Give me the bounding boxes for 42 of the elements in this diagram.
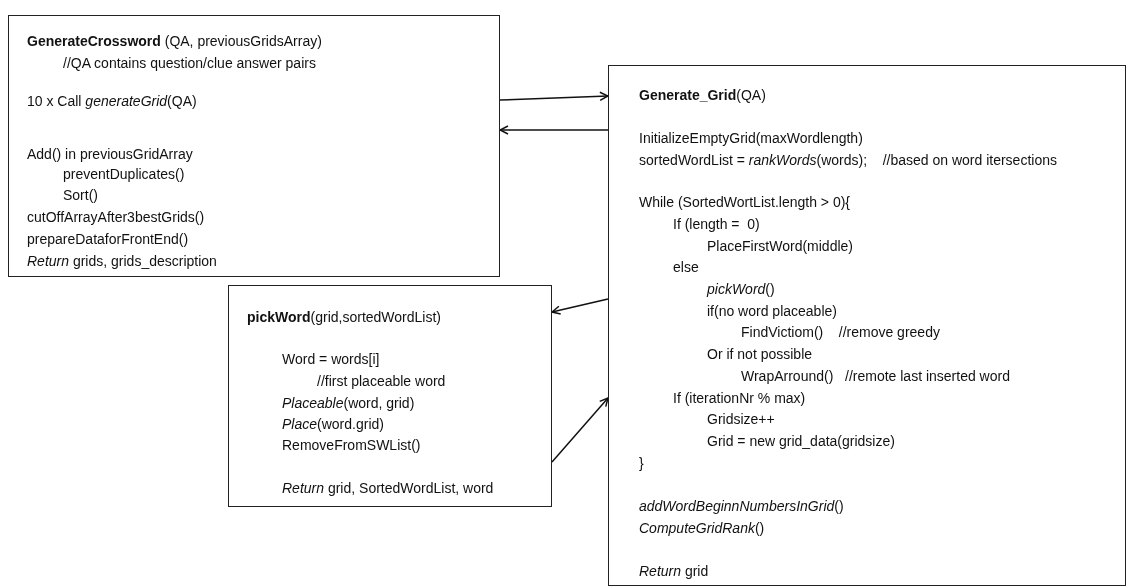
code-box: [608, 65, 1126, 586]
code-line: Return grid: [639, 562, 709, 580]
code-line: }: [639, 454, 644, 472]
code-line: addWordBeginnNumbersInGrid(): [639, 497, 844, 515]
code-line: Sort(): [63, 186, 98, 204]
code-line: 10 x Call generateGrid(QA): [27, 92, 197, 110]
code-line: pickWord(): [707, 280, 775, 298]
code-line: FindVictiom() //remove greedy: [741, 323, 940, 341]
code-line: pickWord(grid,sortedWordList): [247, 308, 441, 326]
arrow: [551, 298, 609, 315]
code-line: else: [673, 258, 699, 276]
code-line: //QA contains question/clue answer pairs: [63, 54, 316, 72]
arrow: [499, 91, 609, 102]
code-line: Place(word.grid): [282, 415, 384, 433]
code-line: If (length = 0): [673, 215, 760, 233]
code-line: WrapArround() //remote last inserted word: [741, 367, 1010, 385]
code-line: preventDuplicates(): [63, 165, 185, 183]
code-line: cutOffArrayAfter3bestGrids(): [27, 208, 205, 226]
code-line: sortedWordList = rankWords(words); //based on word itersections: [639, 151, 1057, 169]
arrow: [499, 125, 609, 135]
code-line: Generate_Grid(QA): [639, 86, 766, 104]
code-box: [228, 285, 552, 507]
code-line: Gridsize++: [707, 410, 775, 428]
code-line: Grid = new grid_data(gridsize): [707, 432, 895, 450]
code-line: Add() in previousGridArray: [27, 145, 193, 163]
arrow: [551, 397, 609, 463]
code-line: Return grid, SortedWordList, word: [282, 479, 494, 497]
code-line: Or if not possible: [707, 345, 813, 363]
code-box: [8, 15, 500, 277]
code-line: While (SortedWortList.length > 0){: [639, 193, 850, 211]
code-line: GenerateCrossword (QA, previousGridsArray): [27, 32, 322, 50]
code-line: if(no word placeable): [707, 302, 837, 320]
code-line: prepareDataforFrontEnd(): [27, 230, 189, 248]
code-line: If (iterationNr % max): [673, 389, 806, 407]
code-line: InitializeEmptyGrid(maxWordlength): [639, 129, 863, 147]
code-line: //first placeable word: [317, 372, 446, 390]
code-line: PlaceFirstWord(middle): [707, 237, 853, 255]
code-line: Placeable(word, grid): [282, 394, 415, 412]
code-line: Return grids, grids_description: [27, 252, 217, 270]
code-line: RemoveFromSWList(): [282, 436, 421, 454]
code-line: ComputeGridRank(): [639, 519, 765, 537]
code-line: Word = words[i]: [282, 350, 380, 368]
